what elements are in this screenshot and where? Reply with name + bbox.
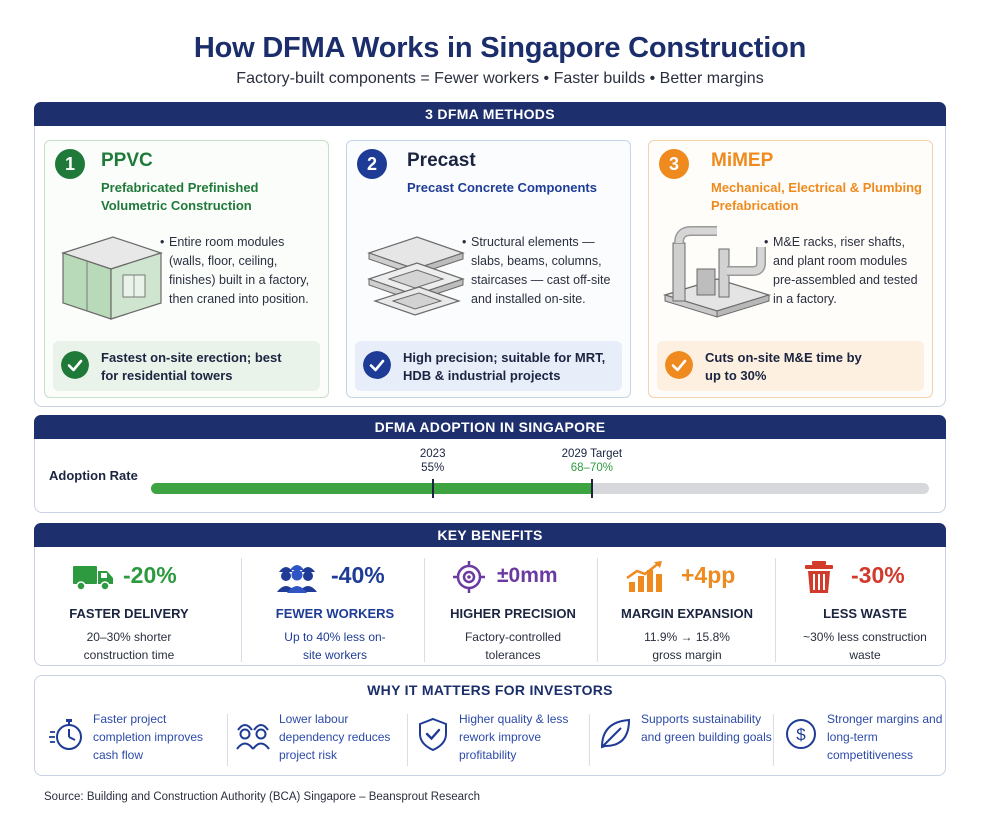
- callout-text: Cuts on-site M&E time by up to 30%: [705, 350, 862, 383]
- benefit-name: FASTER DELIVERY: [69, 606, 189, 621]
- svg-text:$: $: [796, 725, 806, 744]
- method-description: •Entire room modules (walls, floor, ceil…: [160, 235, 310, 306]
- benefit-description: Factory-controlled tolerances: [464, 630, 562, 662]
- adoption-label: Adoption Rate: [49, 468, 138, 483]
- adoption-track: 2023 55% 2029 Target 68–70%: [151, 448, 929, 498]
- benefit-higher-precision: ±0mm HIGHER PRECISION Factory-controlled…: [425, 556, 601, 666]
- target-label: 2029 Target: [561, 448, 623, 460]
- method-description: •Structural elements — slabs, beams, col…: [462, 235, 611, 306]
- divider: [775, 558, 776, 662]
- benefit-name: MARGIN EXPANSION: [621, 606, 753, 621]
- leaf-icon: [600, 718, 631, 749]
- method-name: Precast: [407, 150, 476, 171]
- check-circle-icon: [363, 351, 391, 379]
- method-subtitle: Prefabricated Prefinished Volumetric Con…: [101, 180, 259, 213]
- adoption-section: DFMA ADOPTION IN SINGAPORE Adoption Rate…: [34, 415, 946, 513]
- current-marker: [431, 479, 434, 498]
- check-circle-icon: [61, 351, 89, 379]
- methods-banner: 3 DFMA METHODS: [34, 102, 946, 126]
- benefit-faster-delivery: -20% FASTER DELIVERY 20–30% shorter cons…: [41, 556, 217, 666]
- investor-point-text: Higher quality & less rework improve pro…: [459, 712, 569, 762]
- method-name: MiMEP: [711, 150, 774, 171]
- method-subtitle: Mechanical, Electrical & Plumbing Prefab…: [711, 180, 922, 213]
- stopwatch-icon: [49, 719, 82, 750]
- divider: [241, 558, 242, 662]
- benefit-value: -40%: [331, 562, 385, 588]
- investor-point: Supports sustainability and green buildi…: [593, 710, 773, 770]
- target-icon: [453, 561, 485, 593]
- workers-outline-icon: [236, 724, 270, 750]
- divider: [407, 714, 408, 766]
- page-subtitle: Factory-built components = Fewer workers…: [236, 70, 764, 87]
- room-module-icon: [61, 236, 163, 320]
- investor-point-text: Stronger margins and long-term competiti…: [827, 712, 943, 762]
- trash-icon: [805, 561, 833, 593]
- investor-point: Higher quality & less rework improve pro…: [411, 710, 591, 770]
- page-title: How DFMA Works in Singapore Construction: [193, 32, 807, 64]
- divider: [227, 714, 228, 766]
- callout-text: High precision; suitable for MRT, HDB & …: [403, 350, 606, 383]
- adoption-banner: DFMA ADOPTION IN SINGAPORE: [34, 415, 946, 439]
- method-number: 1: [55, 149, 85, 179]
- benefits-banner: KEY BENEFITS: [34, 523, 946, 547]
- callout-text: Fastest on-site erection; best for resid…: [101, 350, 282, 383]
- precast-slabs-icon: [367, 236, 465, 316]
- benefit-description: 20–30% shorter construction time: [83, 630, 175, 662]
- source-note: Source: Building and Construction Author…: [44, 791, 480, 803]
- divider: [597, 558, 598, 662]
- benefit-description: Up to 40% less on-site workers: [284, 630, 386, 662]
- benefit-description: 11.9% → 15.8% gross margin: [644, 630, 730, 662]
- truck-icon: [73, 566, 113, 591]
- investor-point-text: Lower labour dependency reduces project …: [279, 712, 391, 762]
- shield-check-icon: [419, 717, 447, 752]
- benefit-fewer-workers: -40% FEWER WORKERS Up to 40% less on-sit…: [247, 556, 423, 666]
- pipe-rack-icon: [662, 226, 772, 318]
- growth-chart-icon: [626, 561, 662, 592]
- method-card-precast: 2 Precast Precast Concrete Components •S…: [346, 140, 631, 398]
- target-marker: [590, 479, 593, 498]
- benefit-name: LESS WASTE: [823, 606, 907, 621]
- divider: [424, 558, 425, 662]
- current-value: 55%: [421, 462, 445, 474]
- target-value: 68–70%: [570, 462, 613, 474]
- check-circle-icon: [665, 351, 693, 379]
- investors-title: WHY IT MATTERS FOR INVESTORS: [367, 682, 613, 698]
- benefit-description: ~30% less construction waste: [803, 630, 927, 662]
- benefit-value: -30%: [851, 562, 905, 588]
- benefit-value: +4pp: [681, 562, 736, 588]
- current-year: 2023: [419, 448, 446, 460]
- investor-point: Lower labour dependency reduces project …: [231, 710, 411, 770]
- method-card-mimep: 3 MiMEP Mechanical, Electrical & Plumbin…: [648, 140, 933, 398]
- method-name: PPVC: [101, 150, 153, 171]
- investor-point: Faster project completion improves cash …: [45, 710, 225, 770]
- investor-point-text: Supports sustainability and green buildi…: [641, 712, 772, 744]
- current-marker-label: 2023 55%: [393, 447, 473, 475]
- benefit-name: HIGHER PRECISION: [450, 606, 576, 621]
- divider: [589, 714, 590, 766]
- method-callout: Fastest on-site erection; best for resid…: [53, 341, 320, 391]
- benefit-name: FEWER WORKERS: [275, 606, 395, 621]
- workers-icon: [277, 565, 317, 593]
- benefits-section: KEY BENEFITS -20% FASTER DELIVERY 20–30%…: [34, 523, 946, 666]
- investors-section: WHY IT MATTERS FOR INVESTORS Faster proj…: [34, 675, 946, 776]
- benefit-less-waste: -30% LESS WASTE ~30% less construction w…: [777, 556, 953, 666]
- divider: [773, 714, 774, 766]
- method-number: 2: [357, 149, 387, 179]
- method-description: •M&E racks, riser shafts, and plant room…: [764, 235, 918, 306]
- method-number: 3: [659, 149, 689, 179]
- adoption-fill: [151, 483, 592, 494]
- method-callout: High precision; suitable for MRT, HDB & …: [355, 341, 622, 391]
- method-card-ppvc: 1 PPVC Prefabricated Prefinished Volumet…: [44, 140, 329, 398]
- benefit-value: ±0mm: [497, 564, 558, 587]
- method-callout: Cuts on-site M&E time by up to 30%: [657, 341, 924, 391]
- benefit-margin-expansion: +4pp MARGIN EXPANSION 11.9% → 15.8% gros…: [599, 556, 775, 666]
- investor-point: $ Stronger margins and long-term competi…: [779, 710, 943, 770]
- benefit-value: -20%: [123, 562, 177, 588]
- investor-point-text: Faster project completion improves cash …: [93, 712, 204, 762]
- dollar-icon: $: [786, 719, 816, 749]
- target-marker-label: 2029 Target 68–70%: [552, 447, 632, 475]
- method-subtitle: Precast Concrete Components: [407, 180, 597, 195]
